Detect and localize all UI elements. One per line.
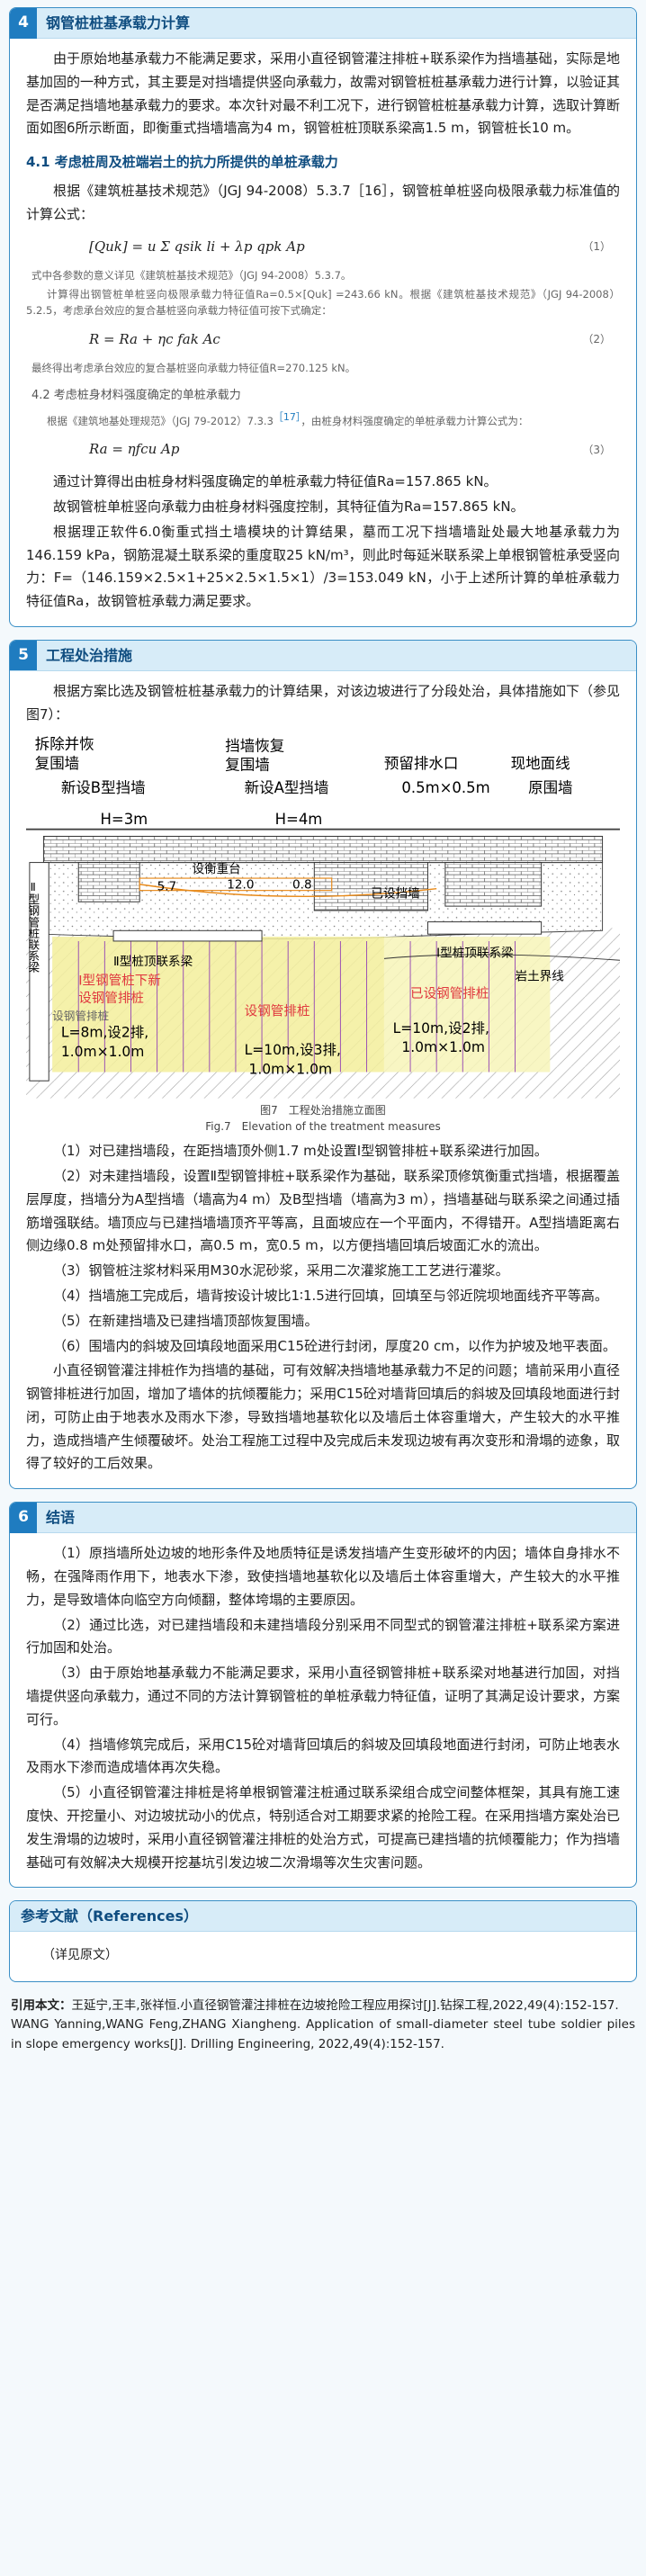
list-item: （2）通过比选，对已建挡墙段和未建挡墙段分别采用不同型式的钢管灌注排桩+联系梁方… [26, 1616, 620, 1656]
label-beam-type2: Ⅱ型桩顶联系梁 [113, 956, 193, 970]
label-pile-right: 已设钢管排桩 [410, 987, 489, 1002]
figure-7: 拆除并恢 复围墙 新设B型挡墙 H=3m 挡墙恢复 复围墙 新设A型挡墙 H=4… [26, 732, 620, 1100]
label-pile-red-b: 设钢管排桩 [78, 991, 144, 1006]
label-new-a-wall: 新设A型挡墙 [245, 779, 329, 796]
section-5-header: 5 工程处治措施 [10, 640, 636, 671]
section-6-card: 6 结语 （1）原挡墙所处边坡的地形条件及地质特征是诱发挡墙产生变形破坏的内因；… [9, 1502, 637, 1889]
paragraph: 小直径钢管灌注排桩作为挡墙的基础，可有效解决挡墙地基承载力不足的问题；墙前采用小… [26, 1362, 621, 1472]
label-pile-mid-3: 1.0m×1.0m [249, 1062, 333, 1078]
references-body: （详见原文） [42, 1948, 118, 1963]
list-item: （2）对未建挡墙段，设置Ⅱ型钢管排桩+联系梁作为基础，联系梁顶修筑衡重式挡墙，根… [26, 1167, 620, 1254]
label-span: 5.7 [157, 880, 177, 894]
equation-1: [Quk] = u Σ qsik li + λp qpk Ap （1） [26, 236, 620, 259]
label-ground-line: 现地面线 [511, 755, 570, 772]
references-card: 参考文献（References） （详见原文） [9, 1900, 637, 1982]
label-bench: 设衡重台 [192, 863, 240, 877]
list-item: （4）挡墙修筑完成后，采用C15砼对墙背回填后的斜坡及回填段地面进行封闭，可防止… [26, 1736, 620, 1776]
label-bench-3: 0.8 [292, 878, 312, 893]
section-4-body: 由于原始地基承载力不能满足要求，采用小直径钢管灌注排桩+联系梁作为挡墙基础，实际… [10, 39, 636, 626]
subsection-title: 4.2 考虑桩身材料强度确定的单桩承载力 [31, 388, 241, 402]
label-pile-right-3: 1.0m×1.0m [401, 1040, 485, 1056]
equation-formula: R = Ra + ηc fak Ac [89, 330, 220, 347]
section-5-body: 根据方案比选及钢管桩桩基承载力的计算结果，对该边坡进行了分段处治，具体措施如下（… [10, 671, 636, 1488]
list-item: （5）在新建挡墙及已建挡墙顶部恢复围墙。 [53, 1312, 319, 1329]
label-pile-mid: 设钢管排桩 [245, 1004, 310, 1019]
list-item: （1）对已建挡墙段，在距挡墙顶外侧1.7 m处设置Ⅰ型钢管排桩+联系梁进行加固。 [53, 1143, 548, 1160]
note-text: ，由桩身材料强度确定的单桩承载力计算公式为： [301, 414, 529, 427]
paragraph: 由于原始地基承载力不能满足要求，采用小直径钢管灌注排桩+联系梁作为挡墙基础，实际… [26, 50, 621, 137]
citation-en: WANG Yanning,WANG Feng,ZHANG Xiangheng. … [11, 2017, 635, 2052]
reference-link[interactable]: ［17］ [273, 411, 301, 424]
list-item: （5）小直径钢管灌注排桩是将单根钢管灌注桩通过联系梁组合成空间整体框架，其具有施… [26, 1784, 621, 1871]
citation-label: 引用本文： [11, 1997, 72, 2013]
equation-3: Ra = ηfcu Ap （3） [26, 438, 620, 462]
label-h4: H=4m [275, 811, 323, 828]
citation-cn: 王延宁,王丰,张祥恒.小直径钢管灌注排桩在边坡抢险工程应用探讨[J].钻探工程,… [71, 1997, 619, 2013]
equation-number: （2） [582, 333, 611, 346]
label-wall-restore-2: 复围墙 [225, 757, 269, 774]
subsection-title: 4.1 考虑桩周及桩端岩土的抗力所提供的单桩承载力 [26, 154, 338, 171]
section-number: 5 [10, 640, 37, 671]
label-restore-wall: 复围墙 [35, 755, 79, 772]
section-6-body: （1）原挡墙所处边坡的地形条件及地质特征是诱发挡墙产生变形破坏的内因；墙体自身排… [10, 1533, 636, 1887]
note: 计算得出钢管桩单桩竖向极限承载力特征值Ra=0.5×[Quk] =243.66 … [26, 287, 620, 318]
label-pile-left-3: L=8m,设2排, [61, 1025, 148, 1041]
section-title: 钢管桩桩基承载力计算 [46, 13, 191, 31]
section-6-header: 6 结语 [10, 1503, 636, 1534]
citation: 引用本文：王延宁,王丰,张祥恒.小直径钢管灌注排桩在边坡抢险工程应用探讨[J].… [9, 1995, 637, 2056]
paragraph: 根据理正软件6.0衡重式挡土墙模块的计算结果，墓而工况下挡墙墙趾处最大地基承载力… [26, 523, 620, 610]
list-item: （3）钢管桩注浆材料采用M30水泥砂浆，采用二次灌浆施工工艺进行灌浆。 [53, 1262, 509, 1279]
label-rock-boundary: 岩土界线 [516, 970, 565, 984]
label-drain: 预留排水口 [384, 755, 458, 772]
references-title: 参考文献（References） [21, 1907, 198, 1925]
equation-number: （1） [582, 240, 611, 254]
label-left-beam: Ⅱ型钢管桩联系梁 [26, 880, 40, 974]
label-pile-red-a: Ⅰ型钢管桩下新 [78, 974, 161, 989]
treatment-elevation-diagram: 拆除并恢 复围墙 新设B型挡墙 H=3m 挡墙恢复 复围墙 新设A型挡墙 H=4… [26, 736, 620, 1100]
label-original-wall: 原围墙 [528, 779, 572, 796]
section-number: 4 [10, 7, 37, 39]
references-header: 参考文献（References） [10, 1901, 636, 1933]
figure-caption-cn: 图7 工程处治措施立面图 [260, 1104, 386, 1117]
equation-2: R = Ra + ηc fak Ac （2） [26, 328, 620, 352]
paragraph: 根据《建筑桩基技术规范》（JGJ 94-2008）5.3.7［16］，钢管桩单桩… [26, 182, 620, 222]
list-item: （4）挡墙施工完成后，墙背按设计坡比1∶1.5进行回填，回填至与邻近院坝地面线齐… [53, 1287, 608, 1304]
equation-formula: [Quk] = u Σ qsik li + λp qpk Ap [89, 238, 305, 255]
label-dismantle: 拆除并恢 [35, 736, 94, 753]
paragraph: 通过计算得出由桩身材料强度确定的单桩承载力特征值Ra=157.865 kN。 [53, 473, 498, 490]
list-item: （6）围墙内的斜坡及回填段地面采用C15砼进行封闭，厚度20 cm，以作为护坡及… [53, 1337, 616, 1354]
note-text: 根据《建筑地基处理规范》（JGJ 79-2012）7.3.3 [47, 414, 274, 427]
section-4-card: 4 钢管桩桩基承载力计算 由于原始地基承载力不能满足要求，采用小直径钢管灌注排桩… [9, 7, 637, 627]
section-title: 工程处治措施 [46, 646, 133, 664]
note: 式中各参数的意义详见《建筑桩基技术规范》（JGJ 94-2008）5.3.7。 [31, 269, 352, 283]
note: 根据《建筑地基处理规范》（JGJ 79-2012）7.3.3［17］，由桩身材料… [26, 409, 620, 429]
article-page: 4 钢管桩桩基承载力计算 由于原始地基承载力不能满足要求，采用小直径钢管灌注排桩… [9, 7, 637, 2056]
note: 最终得出考虑承台效应的复合基桩竖向承载力特征值R=270.125 kN。 [31, 362, 356, 375]
label-h3: H=3m [101, 811, 148, 828]
label-pile-right-2: L=10m,设2排, [393, 1020, 489, 1037]
pile-zone-new [52, 937, 384, 1073]
equation-formula: Ra = ηfcu Ap [89, 441, 180, 458]
paragraph: 根据方案比选及钢管桩桩基承载力的计算结果，对该边坡进行了分段处治，具体措施如下（… [26, 682, 621, 723]
label-bench-2: 12.0 [227, 878, 254, 893]
section-4-header: 4 钢管桩桩基承载力计算 [10, 7, 636, 39]
equation-number: （3） [582, 443, 611, 456]
list-item: （1）原挡墙所处边坡的地形条件及地质特征是诱发挡墙产生变形破坏的内因；墙体自身排… [26, 1545, 620, 1608]
label-new-b-wall: 新设B型挡墙 [61, 779, 146, 796]
label-existing-wall: 已设挡墙 [371, 887, 419, 902]
label-pile-left: 设钢管排桩 [52, 1010, 109, 1023]
label-beam-type1: Ⅰ型桩顶联系梁 [436, 947, 514, 961]
paragraph: 故钢管桩单桩竖向承载力由桩身材料强度控制，其特征值为Ra=157.865 kN。 [53, 498, 525, 515]
label-wall-restore: 挡墙恢复 [225, 738, 284, 755]
section-title: 结语 [46, 1509, 76, 1527]
figure-caption-en: Fig.7 Elevation of the treatment measure… [205, 1120, 441, 1134]
section-number: 6 [10, 1503, 37, 1533]
label-pile-mid-2: L=10m,设3排, [245, 1043, 341, 1059]
list-item: （3）由于原始地基承载力不能满足要求，采用小直径钢管排桩+联系梁对地基进行加固，… [26, 1665, 621, 1728]
label-pile-left-2: 1.0m×1.0m [61, 1045, 145, 1061]
section-5-card: 5 工程处治措施 根据方案比选及钢管桩桩基承载力的计算结果，对该边坡进行了分段处… [9, 639, 637, 1490]
label-drain-size: 0.5m×0.5m [401, 779, 489, 796]
